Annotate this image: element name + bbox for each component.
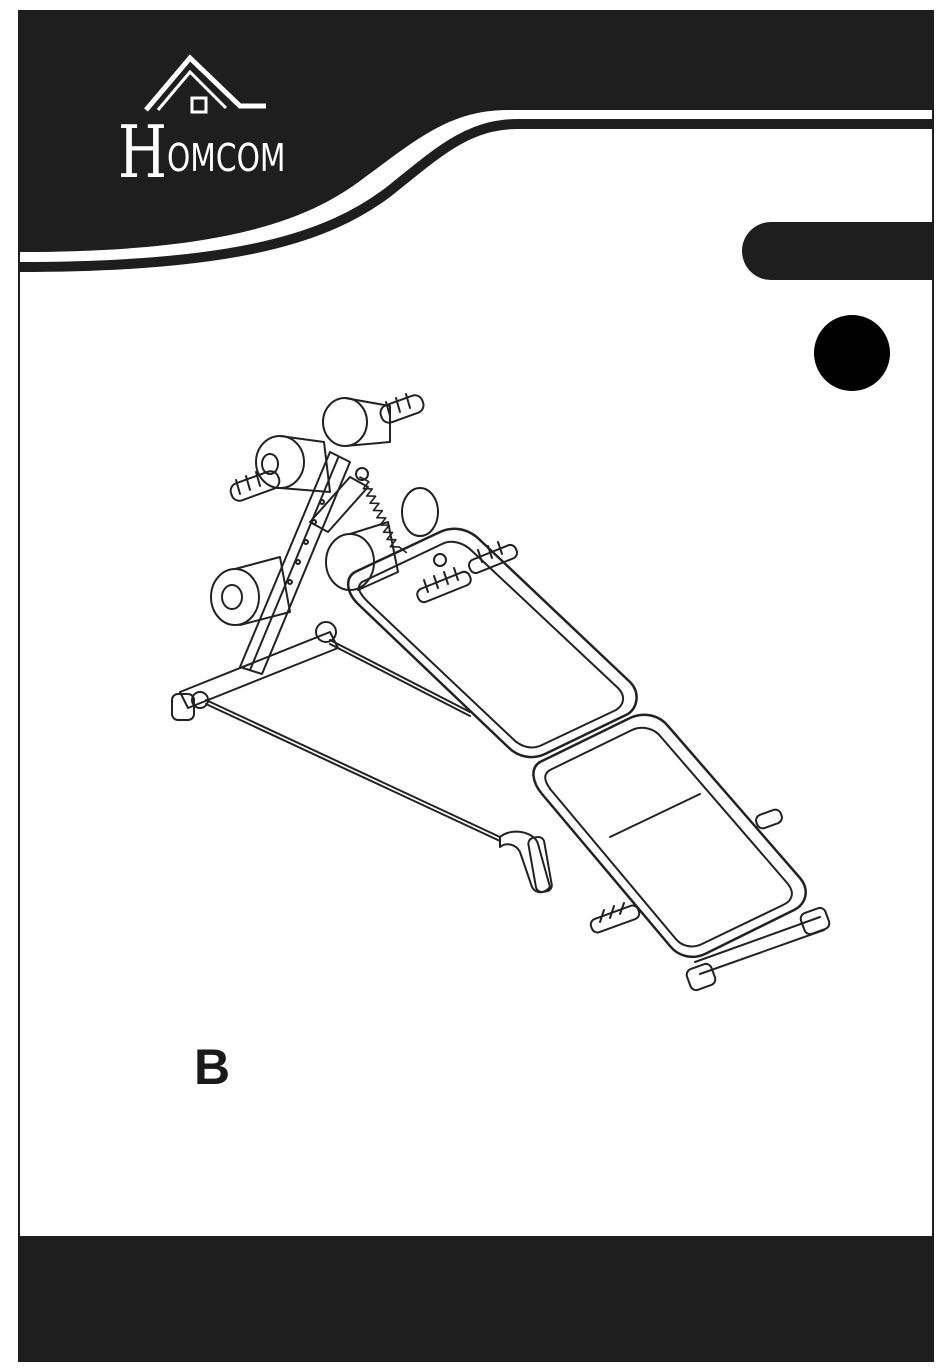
front-roller-grip-right: [754, 808, 783, 830]
front-foot-cap-left: [685, 962, 717, 992]
base-bar: [180, 632, 338, 708]
header-tab-pill: [742, 222, 934, 280]
lower-seat-pad: [533, 715, 805, 957]
footer-band: [20, 1236, 932, 1360]
resistance-cable: [206, 700, 500, 837]
cable-handle: [500, 832, 550, 893]
brand-logo: HOMCOM: [118, 50, 288, 190]
sit-up-bench-illustration: [140, 382, 840, 1012]
front-foot-cap-right: [799, 906, 831, 936]
logo-initial: H: [118, 110, 167, 194]
brand-wordmark: HOMCOM: [118, 116, 285, 188]
variant-dot-marker: [814, 315, 890, 391]
spring: [358, 473, 406, 558]
front-roller-grip-left: [589, 903, 641, 934]
mid-roller-pads: [211, 488, 438, 625]
manual-cover-page: HOMCOM: [18, 10, 934, 1362]
seat-handle-left: [415, 568, 472, 604]
upper-seat-pad: [348, 529, 636, 757]
variant-label: B: [194, 1042, 230, 1092]
logo-rest: OMCOM: [167, 136, 286, 180]
